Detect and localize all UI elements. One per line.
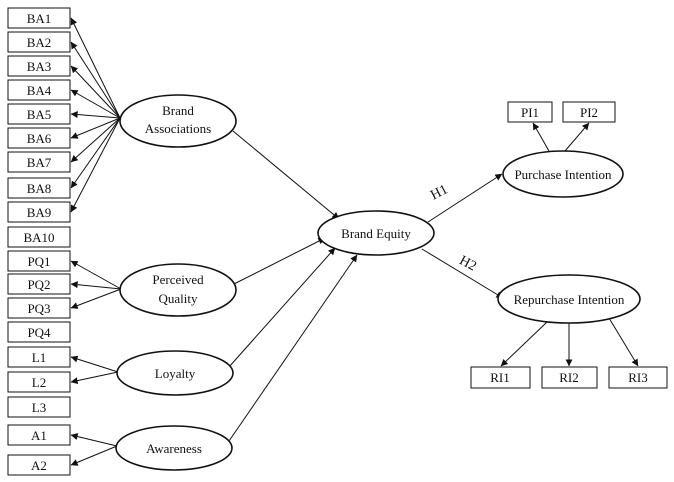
svg-text:PI1: PI1 [521, 105, 539, 120]
indicator-ba4: BA4 [7, 79, 71, 101]
svg-text:BA5: BA5 [27, 107, 52, 122]
arrow-loyalty-to-brand-equity [228, 247, 336, 368]
arrow-perceived-quality-to-pq2 [70, 281, 122, 290]
loyalty-label: Loyalty [155, 366, 196, 381]
arrow-brand-equity-to-repurchase-intention [421, 248, 504, 299]
svg-text:PQ4: PQ4 [27, 325, 51, 340]
indicator-ba5: BA5 [7, 103, 71, 125]
arrow-brand-associations-to-ba5 [70, 111, 121, 119]
awareness-label: Awareness [146, 441, 202, 456]
arrow-awareness-to-a1 [70, 433, 118, 447]
indicator-ba8: BA8 [7, 177, 71, 199]
indicator-ba7: BA7 [7, 151, 71, 173]
svg-text:PQ1: PQ1 [27, 254, 50, 269]
svg-text:BA8: BA8 [27, 181, 52, 196]
svg-text:BA7: BA7 [27, 155, 52, 170]
indicator-l3: L3 [7, 396, 71, 418]
arrow-brand-associations-to-ba8 [70, 117, 121, 189]
indicator-l1: L1 [7, 346, 71, 368]
svg-text:L3: L3 [32, 400, 46, 415]
arrow-perceived-quality-to-brand-equity [233, 237, 326, 285]
construct-brand-equity: Brand Equity [317, 210, 435, 256]
repurchase-intention-label: Repurchase Intention [514, 292, 625, 307]
svg-text:BA10: BA10 [23, 230, 54, 245]
svg-text:BA2: BA2 [27, 35, 52, 50]
indicator-column-left: BA1BA2BA3BA4BA5BA6BA7BA8BA9BA10PQ1PQ2PQ3… [7, 7, 71, 476]
indicator-ba6: BA6 [7, 127, 71, 149]
construct-loyalty: Loyalty [116, 350, 234, 396]
indicator-ba9: BA9 [7, 201, 71, 223]
arrow-perceived-quality-to-pq1 [70, 260, 122, 290]
indicator-l2: L2 [7, 371, 71, 393]
svg-text:RI3: RI3 [628, 370, 648, 385]
arrow-brand-associations-to-ba3 [70, 65, 121, 119]
arrow-brand-equity-to-purchase-intention [427, 173, 503, 223]
arrow-brand-associations-to-ba1 [70, 17, 121, 119]
indicator-ri1: RI1 [470, 366, 531, 389]
svg-text:L2: L2 [32, 375, 46, 390]
svg-text:PI2: PI2 [580, 105, 598, 120]
indicator-ba10: BA10 [7, 226, 71, 248]
indicator-ba1: BA1 [7, 7, 71, 29]
svg-text:A1: A1 [31, 428, 47, 443]
path-arrows [70, 17, 639, 466]
arrow-repurchase-intention-to-ri1 [500, 321, 548, 367]
svg-text:A2: A2 [31, 458, 47, 473]
indicator-ba3: BA3 [7, 55, 71, 77]
indicator-a1: A1 [7, 424, 71, 446]
indicator-pq1: PQ1 [7, 250, 71, 272]
indicator-pq3: PQ3 [7, 297, 71, 319]
arrow-brand-associations-to-ba4 [70, 89, 121, 119]
svg-text:PQ3: PQ3 [27, 301, 50, 316]
arrow-purchase-intention-to-pi1 [532, 122, 550, 152]
svg-text:RI2: RI2 [559, 370, 579, 385]
indicator-pi2: PI2 [562, 101, 616, 123]
indicator-a2: A2 [7, 454, 71, 476]
svg-text:L1: L1 [32, 350, 46, 365]
arrow-brand-associations-to-ba7 [70, 117, 121, 163]
construct-awareness: Awareness [115, 425, 233, 471]
indicator-pq4: PQ4 [7, 321, 71, 343]
construct-purchase-intention: Purchase Intention [502, 150, 624, 198]
arrow-awareness-to-brand-equity [228, 254, 358, 442]
indicator-ri2: RI2 [541, 366, 598, 389]
svg-text:PQ2: PQ2 [27, 277, 50, 292]
arrow-loyalty-to-l2 [70, 371, 119, 385]
svg-text:RI1: RI1 [490, 370, 510, 385]
arrow-purchase-intention-to-pi2 [564, 122, 590, 152]
perceived-quality-line2: Quality [159, 291, 198, 306]
construct-brand-associations: Brand Associations [119, 94, 237, 148]
construct-repurchase-intention: Repurchase Intention [497, 274, 641, 324]
svg-text:BA6: BA6 [27, 131, 52, 146]
perceived-quality-line1: Perceived [152, 272, 204, 287]
arrow-brand-associations-to-ba6 [70, 117, 121, 139]
brand-equity-label: Brand Equity [341, 226, 411, 241]
arrow-brand-associations-to-ba9 [70, 117, 121, 213]
hypothesis-h1-label: H1 [428, 182, 450, 203]
arrow-repurchase-intention-to-ri3 [608, 317, 639, 367]
hypothesis-h2-label: H2 [457, 253, 479, 274]
svg-text:BA9: BA9 [27, 205, 52, 220]
purchase-intention-label: Purchase Intention [514, 167, 612, 182]
arrow-awareness-to-a2 [70, 445, 118, 466]
brand-associations-line2: Associations [145, 121, 211, 136]
svg-text:BA1: BA1 [27, 11, 52, 26]
arrow-perceived-quality-to-pq3 [70, 288, 122, 309]
arrow-loyalty-to-l1 [70, 355, 119, 373]
indicator-pq2: PQ2 [7, 273, 71, 295]
construct-perceived-quality: Perceived Quality [119, 263, 237, 317]
arrow-brand-associations-to-brand-equity [232, 130, 340, 220]
arrow-brand-associations-to-ba2 [70, 41, 121, 119]
indicator-ri3: RI3 [608, 366, 668, 389]
svg-text:BA3: BA3 [27, 59, 52, 74]
svg-text:BA4: BA4 [27, 83, 52, 98]
brand-associations-line1: Brand [162, 103, 194, 118]
indicator-ba2: BA2 [7, 31, 71, 53]
indicator-pi1: PI1 [507, 101, 553, 123]
